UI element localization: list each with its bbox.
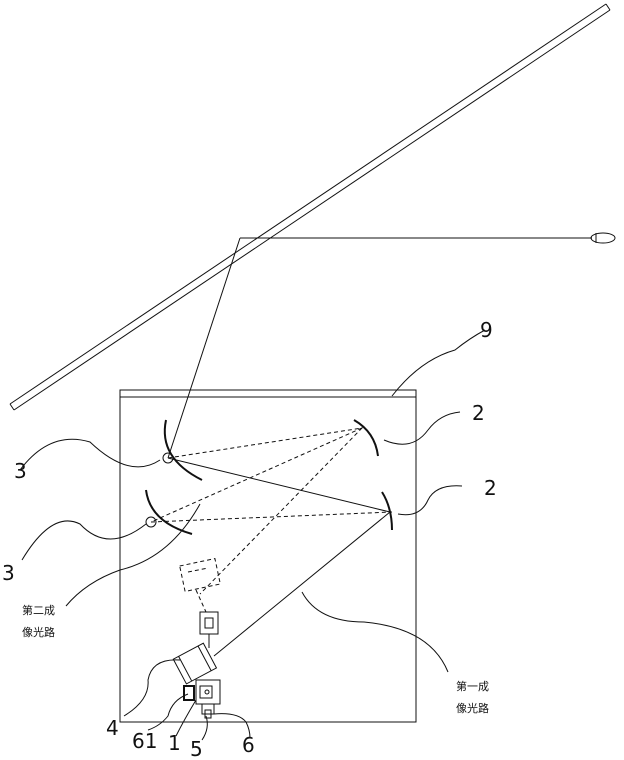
label-6: 6 bbox=[242, 733, 255, 757]
label-9: 9 bbox=[480, 318, 493, 342]
first-imaging-path bbox=[168, 458, 390, 656]
windshield bbox=[10, 4, 610, 410]
housing-box bbox=[120, 390, 416, 722]
eye-icon bbox=[591, 233, 615, 243]
second-imaging-path bbox=[168, 428, 362, 594]
second-imaging-path-branch bbox=[151, 428, 362, 522]
label-second-path-1: 第二成 bbox=[22, 603, 55, 617]
leader-3-top bbox=[20, 439, 160, 470]
label-2-top: 2 bbox=[472, 401, 485, 425]
label-1: 1 bbox=[168, 731, 181, 755]
leader-2-top bbox=[384, 412, 460, 444]
projector-assembly bbox=[173, 612, 220, 718]
label-61: 61 bbox=[132, 729, 157, 753]
label-3-bottom: 3 bbox=[2, 561, 15, 585]
label-first-path-1: 第一成 bbox=[456, 679, 489, 693]
leader-2-right bbox=[398, 486, 462, 515]
leader-5 bbox=[202, 716, 207, 740]
label-2-right: 2 bbox=[484, 476, 497, 500]
mirror-2-top bbox=[354, 420, 378, 456]
label-5: 5 bbox=[190, 737, 203, 760]
projector-alt-position bbox=[180, 559, 221, 612]
label-3-top: 3 bbox=[14, 459, 27, 483]
leader-second-path bbox=[66, 504, 200, 606]
leader-first-path bbox=[302, 592, 448, 672]
label-second-path-2: 像光路 bbox=[22, 625, 55, 639]
label-4: 4 bbox=[106, 716, 119, 740]
label-first-path-2: 像光路 bbox=[456, 701, 489, 715]
leader-9 bbox=[392, 330, 485, 396]
windshield-ray bbox=[168, 238, 240, 458]
leader-3-bottom bbox=[22, 521, 146, 560]
